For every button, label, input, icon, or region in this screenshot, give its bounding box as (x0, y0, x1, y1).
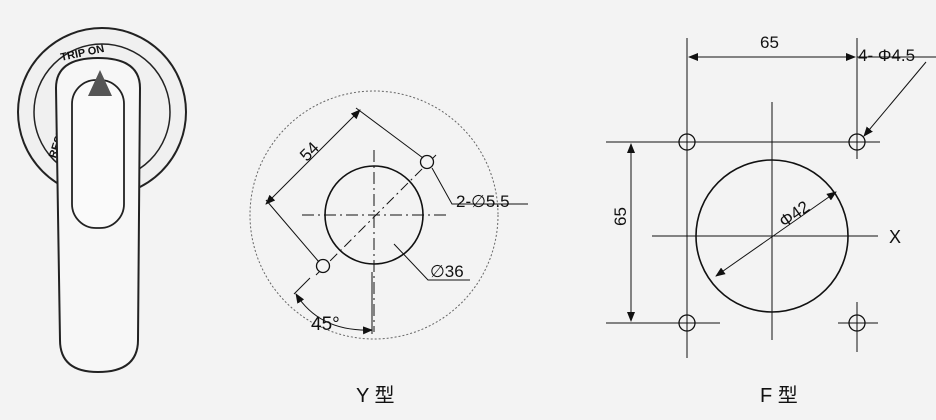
y-dim54-ext-upper (355, 107, 424, 159)
f-diameter-line (715, 191, 837, 277)
f-dim-width: 65 (760, 33, 779, 52)
y-type-caption: Y 型 (356, 384, 395, 407)
y-dim-angle: 45° (311, 314, 340, 335)
y-mounting-hole-upper (419, 154, 435, 170)
y-angle-arc (295, 293, 373, 335)
handle-grip (71, 79, 125, 229)
y-dim-spacing: 54 (296, 138, 323, 165)
y-holes-leader (431, 167, 528, 205)
rotary-handle: TRIP ON RESET OFF (17, 27, 187, 374)
y-diagonal-centerline (315, 154, 437, 276)
f-mounting-hole-br (838, 302, 878, 352)
f-dim-height: 65 (611, 207, 630, 226)
f-mounting-hole-tr (840, 125, 874, 159)
f-mounting-hole-tl (670, 125, 704, 159)
f-type-caption: F 型 (760, 384, 798, 407)
y-dim54-ext-lower (265, 199, 320, 263)
f-type-drawing: 65 4- Φ4.5 65 X Φ42 (606, 33, 936, 407)
y-mounting-hole-lower (315, 258, 331, 274)
y-dim-center: ∅36 (430, 262, 464, 281)
y-type-drawing: 54 2-∅5.5 ∅36 45° Y 型 (249, 90, 528, 407)
f-axis-label: X (889, 227, 901, 247)
f-dim-holes: 4- Φ4.5 (858, 46, 915, 65)
y-angle-ref-diag (293, 277, 311, 295)
y-dim54-line (265, 109, 361, 205)
arrow-up-icon (88, 70, 112, 96)
y-outline-circle (249, 90, 499, 340)
f-holes-leader-diag (863, 61, 927, 137)
y-dim-holes: 2-∅5.5 (456, 192, 510, 211)
y-center-leader (393, 243, 470, 281)
f-mounting-hole-bl (670, 306, 704, 340)
